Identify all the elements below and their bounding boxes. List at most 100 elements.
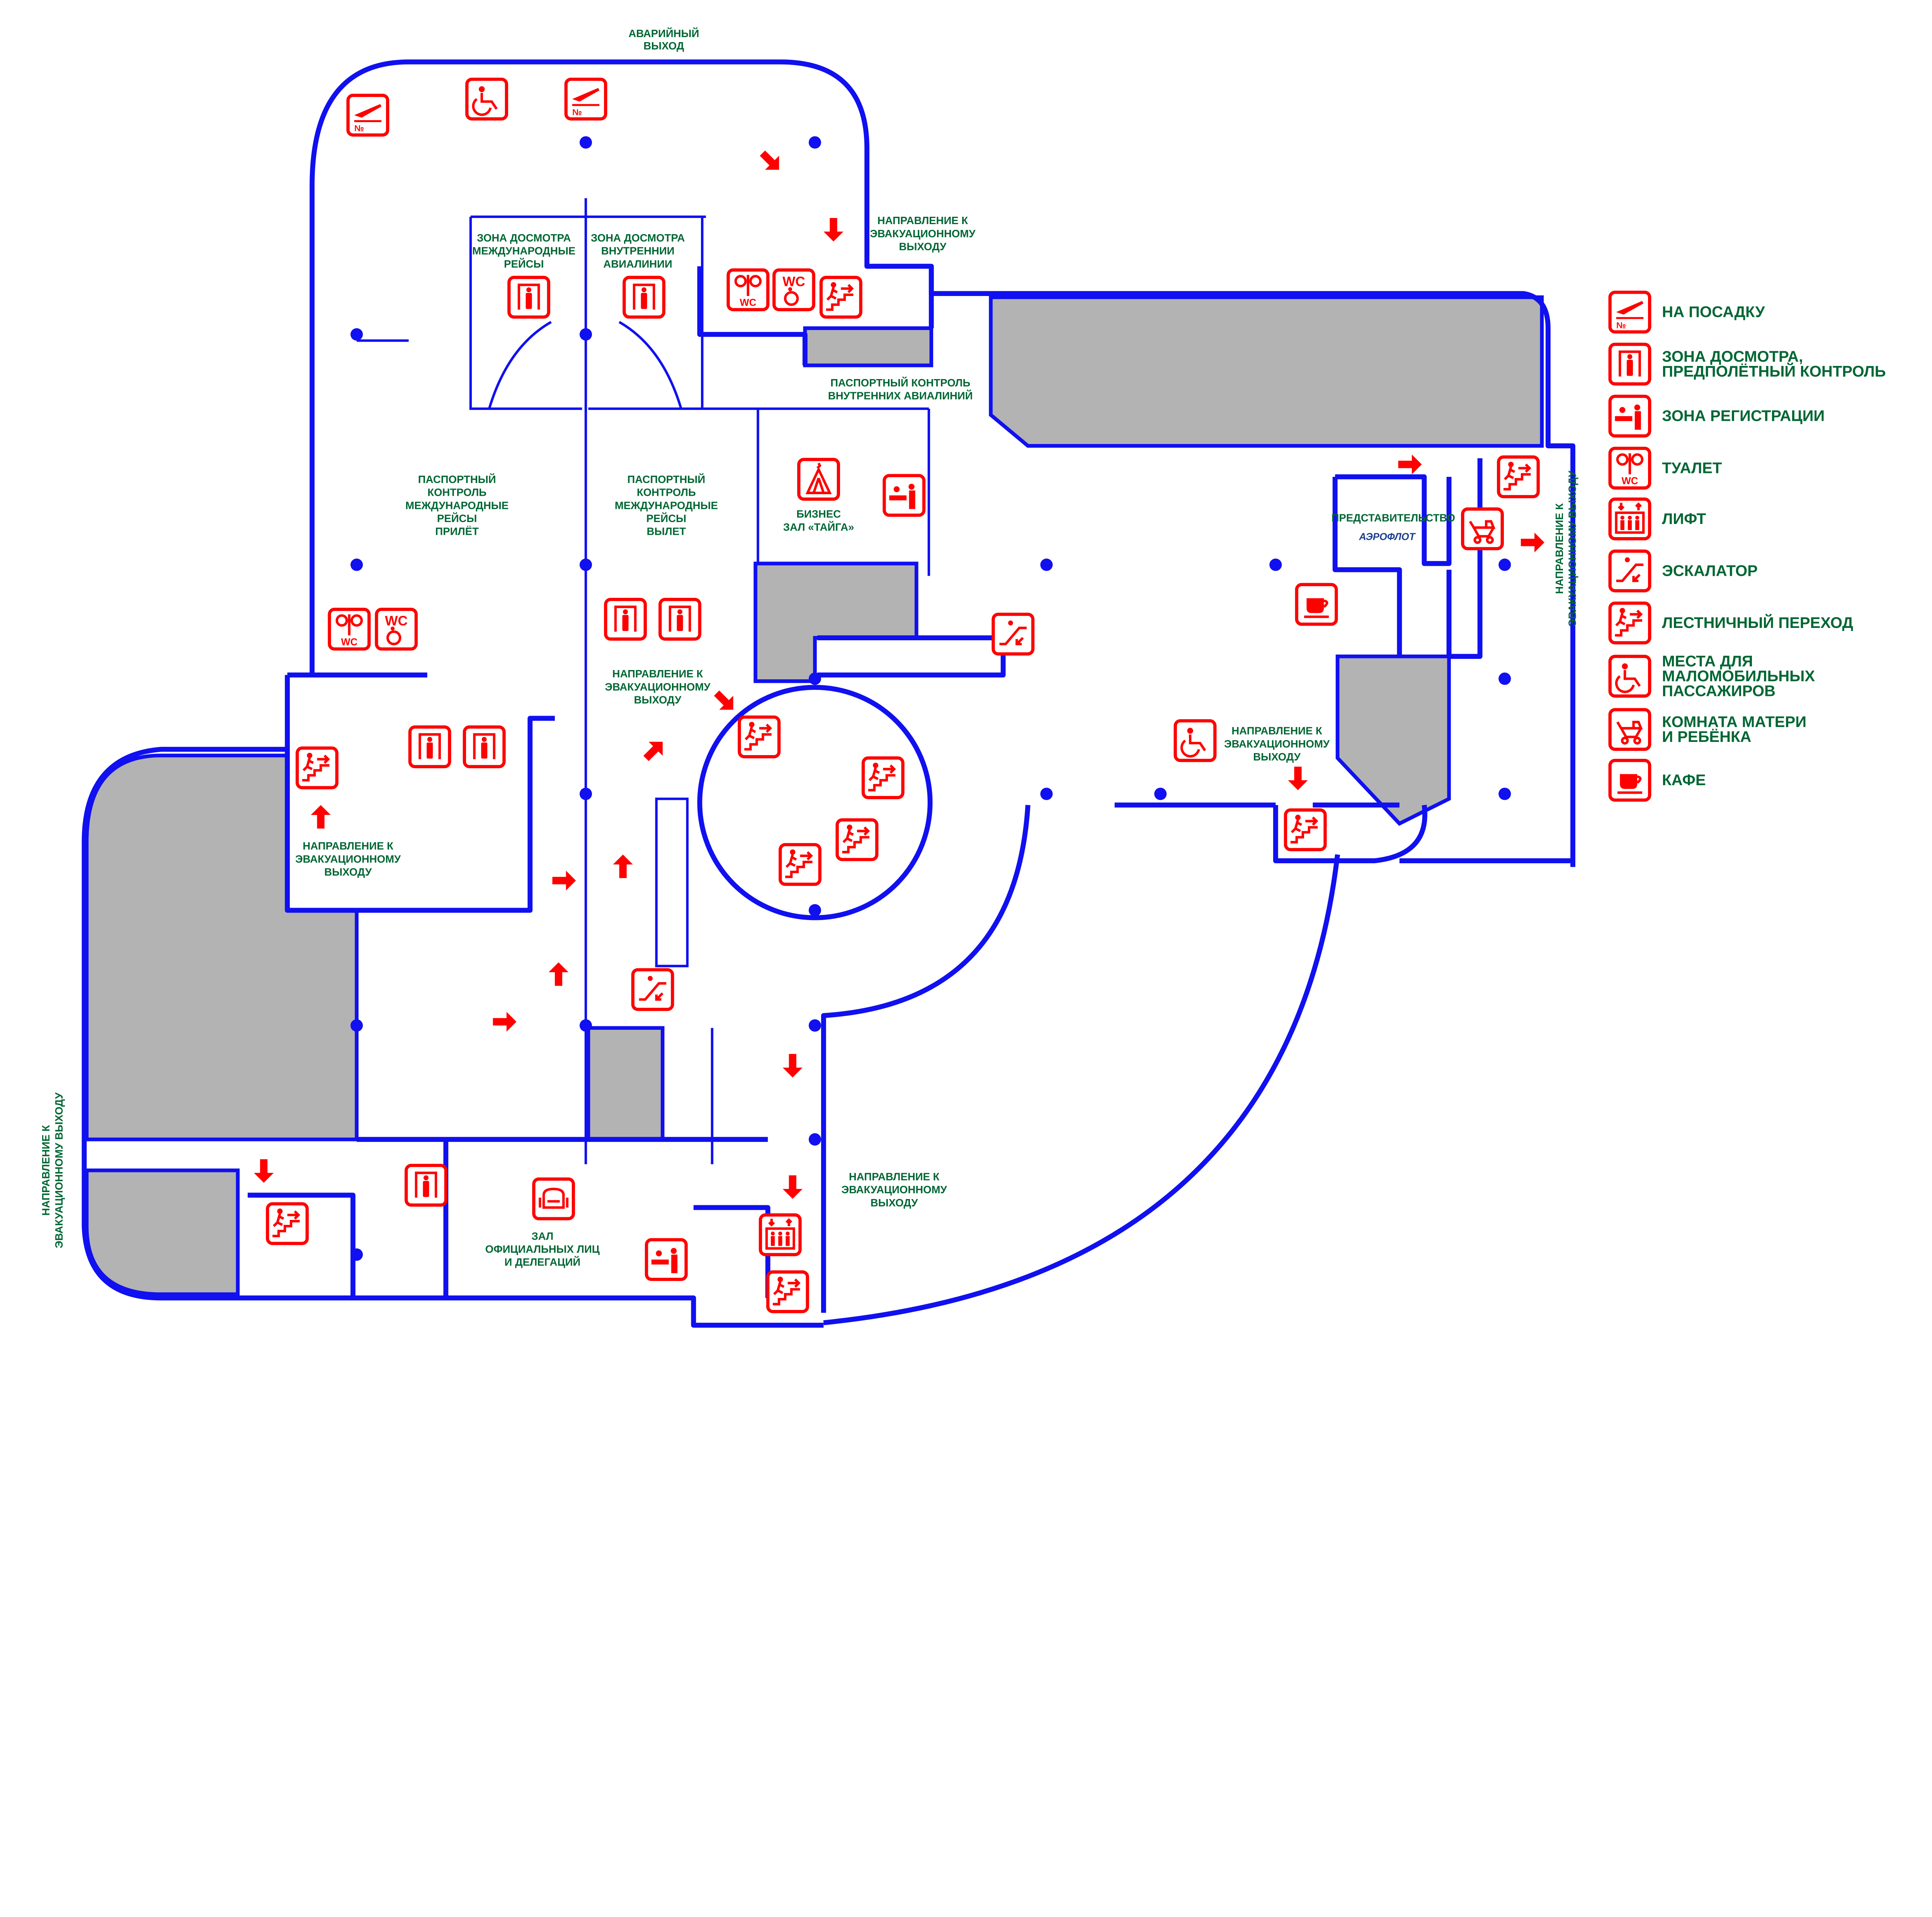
boarding-icon: №	[564, 77, 607, 121]
column	[580, 788, 592, 800]
legend-label-line: ЛИФТ	[1662, 510, 1706, 527]
screening-icon	[1608, 342, 1651, 386]
label-line: ЭВАКУАЦИОННОМУ	[605, 681, 711, 693]
legend-item-wc-family: WC ТУАЛЕТ	[1608, 447, 1722, 490]
label-line: НАПРАВЛЕНИЕ К	[40, 1125, 52, 1216]
label-line: РЕЙСЫ	[504, 258, 544, 270]
legend-label: НА ПОСАДКУ	[1662, 304, 1765, 321]
label-line: КОНТРОЛЬ	[637, 486, 696, 498]
legend-label-line: ТУАЛЕТ	[1662, 459, 1722, 476]
column	[1269, 558, 1282, 571]
evacuation-arrow-icon	[823, 218, 844, 242]
armchair-icon	[532, 1177, 575, 1221]
column	[580, 558, 592, 571]
escalator-icon	[1608, 549, 1651, 593]
label-line: ВЫХОДУ	[1253, 751, 1301, 763]
column	[808, 672, 821, 685]
stairs-icon	[1284, 808, 1327, 851]
label-line: АВИАЛИНИИ	[603, 258, 672, 270]
legend-label-line: ПАССАЖИРОВ	[1662, 682, 1776, 699]
legend-label-line: КОМНАТА МАТЕРИ	[1662, 713, 1806, 730]
column	[580, 328, 592, 341]
label-line: ЗАЛ «ТАЙГА»	[783, 521, 854, 533]
cafe-icon	[1295, 583, 1338, 626]
legend-label: ТУАЛЕТ	[1662, 459, 1722, 476]
label-line: ЗАЛ	[531, 1230, 553, 1242]
label-line: ЭВАКУАЦИОННОМУ	[1224, 738, 1330, 750]
wall-aeroflot	[1332, 458, 1483, 659]
legend-label-line: МАЛОМОБИЛЬНЫХ	[1662, 668, 1815, 685]
svg-text:WC: WC	[341, 637, 357, 648]
legend-label: ЭСКАЛАТОР	[1662, 562, 1758, 579]
column	[1040, 788, 1053, 800]
evacuation-arrow-icon	[782, 1175, 803, 1199]
label-line: ПРЕДСТАВИТЕЛЬСТВО	[1332, 512, 1455, 524]
elevator-icon	[1608, 497, 1651, 541]
legend-label: ЗОНА ДОСМОТРА,ПРЕДПОЛЁТНЫЙ КОНТРОЛЬ	[1662, 348, 1886, 380]
legend-label: ЛЕСТНИЧНЫЙ ПЕРЕХОД	[1662, 614, 1853, 631]
legend-label: КАФЕ	[1662, 772, 1706, 789]
outer-wall-west	[82, 747, 824, 1328]
column	[808, 904, 821, 917]
screening-icon	[507, 276, 551, 319]
label-aeroflot-logo: АЭРОФЛОТ	[1359, 531, 1416, 542]
wall-toilets	[697, 264, 934, 366]
legend-label-line: ПРЕДПОЛЁТНЫЙ КОНТРОЛЬ	[1662, 362, 1886, 380]
boarding-icon: №	[346, 94, 389, 137]
svg-text:№: №	[572, 107, 582, 117]
label-line: АВАРИЙНЫЙ	[628, 27, 699, 39]
column	[1498, 788, 1511, 800]
column	[580, 136, 592, 149]
baby-room-icon	[1461, 507, 1504, 551]
column	[1498, 558, 1511, 571]
evacuation-arrow-icon	[254, 1159, 274, 1183]
wall-west-stair	[285, 672, 555, 913]
label-line: НАПРАВЛЕНИЕ К	[612, 668, 703, 680]
label-line: И ДЕЛЕГАЦИЙ	[505, 1256, 581, 1268]
label-line: ОФИЦИАЛЬНЫХ ЛИЦ	[485, 1243, 600, 1255]
legend-label-line: ЭСКАЛАТОР	[1662, 562, 1758, 579]
blocked-area-east	[1335, 654, 1451, 826]
legend-item-cafe: КАФЕ	[1608, 759, 1706, 802]
checkin-icon	[1608, 395, 1651, 438]
evacuation-arrow-icon	[1398, 454, 1422, 475]
label-line: ЭВАКУАЦИОННОМУ	[295, 853, 401, 865]
label-line: АЭРОФЛОТ	[1359, 531, 1416, 542]
blocked-area-southwest	[85, 1169, 240, 1296]
escalator-icon	[992, 612, 1035, 656]
screening-icon	[658, 598, 702, 641]
screening-icon	[405, 1163, 448, 1207]
inner-wall-arc	[821, 805, 1031, 1313]
evacuation-arrow-icon	[643, 742, 663, 761]
label-line: ЭВАКУАЦИОННОМУ ВЫХОДУ	[53, 1092, 65, 1248]
escalator-icon	[631, 968, 674, 1011]
evacuation-arrow-icon	[548, 962, 569, 986]
svg-text:WC: WC	[1622, 476, 1638, 486]
label-line: КОНТРОЛЬ	[427, 486, 486, 498]
screening-icon	[463, 725, 506, 769]
blocked-areas	[85, 295, 1544, 1296]
legend-label-line: ЛЕСТНИЧНЫЙ ПЕРЕХОД	[1662, 614, 1853, 631]
door-arcs	[488, 321, 682, 409]
svg-text:WC: WC	[782, 274, 805, 289]
label-line: НАПРАВЛЕНИЕ К	[1231, 725, 1322, 737]
label-line: МЕЖДУНАРОДНЫЕ	[405, 499, 509, 511]
label-line: ПАСПОРТНЫЙ КОНТРОЛЬ	[830, 377, 970, 389]
label-line: ЭВАКУАЦИОННОМУ	[842, 1184, 947, 1196]
evacuation-arrow-icon	[1520, 532, 1544, 553]
label-line: НАПРАВЛЕНИЕ К	[849, 1170, 940, 1182]
outer-wall-south-arc	[823, 854, 1340, 1325]
wall-south-rooms	[248, 1137, 770, 1298]
wall-lounge	[817, 635, 1006, 678]
legend-label-line: ЗОНА ДОСМОТРА,	[1662, 348, 1803, 365]
column	[350, 328, 363, 341]
label-line: ВЫХОДУ	[899, 240, 947, 252]
